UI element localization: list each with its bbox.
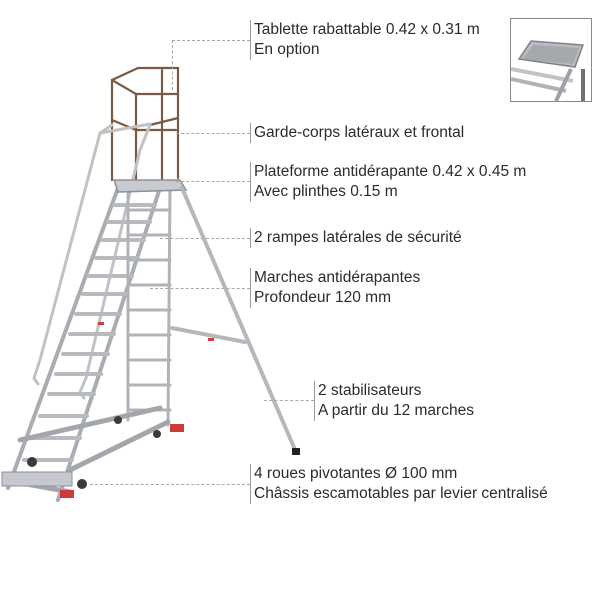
leader-tablette-vertical <box>172 40 173 90</box>
callout-marches-line1: Marches antidérapantes <box>254 269 421 286</box>
callout-roues: 4 roues pivotantes Ø 100 mm Châssis esca… <box>250 464 548 504</box>
leader-plateforme <box>176 181 250 182</box>
callout-garde-corps-line1: Garde-corps latéraux et frontal <box>254 124 465 141</box>
tray-icon <box>511 40 585 101</box>
callout-plateforme-line2: Avec plinthes 0.15 m <box>254 183 398 200</box>
leader-rampes <box>160 238 250 239</box>
callout-marches: Marches antidérapantes Profondeur 120 mm <box>250 268 420 308</box>
callout-plateforme-line1: Plateforme antidérapante 0.42 x 0.45 m <box>254 163 527 180</box>
callout-stabilisateurs: 2 stabilisateurs A partir du 12 marches <box>314 381 474 421</box>
leader-garde-corps <box>176 133 250 134</box>
callout-stabilisateurs-line1: 2 stabilisateurs <box>318 382 422 399</box>
ladder-illustration <box>1 66 300 502</box>
callout-marches-line2: Profondeur 120 mm <box>254 289 391 306</box>
callout-garde-corps: Garde-corps latéraux et frontal <box>250 123 464 143</box>
callout-stabilisateurs-line2: A partir du 12 marches <box>318 402 474 419</box>
guardrail-cage <box>110 66 180 182</box>
leader-stabilisateurs <box>264 400 314 401</box>
leader-marches <box>150 288 250 289</box>
callout-plateforme: Plateforme antidérapante 0.42 x 0.45 m A… <box>250 162 526 202</box>
leader-roues <box>90 484 250 485</box>
callout-tablette-line2: En option <box>254 41 320 58</box>
callout-rampes: 2 rampes latérales de sécurité <box>250 228 462 248</box>
callout-rampes-line1: 2 rampes latérales de sécurité <box>254 229 462 246</box>
callout-roues-line1: 4 roues pivotantes Ø 100 mm <box>254 465 458 482</box>
callout-tablette-line1: Tablette rabattable 0.42 x 0.31 m <box>254 21 480 38</box>
leader-tablette <box>172 40 250 41</box>
callout-tablette: Tablette rabattable 0.42 x 0.31 m En opt… <box>250 20 480 60</box>
tray-inset-image <box>510 18 592 102</box>
callout-roues-line2: Châssis escamotables par levier centrali… <box>254 485 548 502</box>
stabilizer-foot <box>292 448 300 455</box>
